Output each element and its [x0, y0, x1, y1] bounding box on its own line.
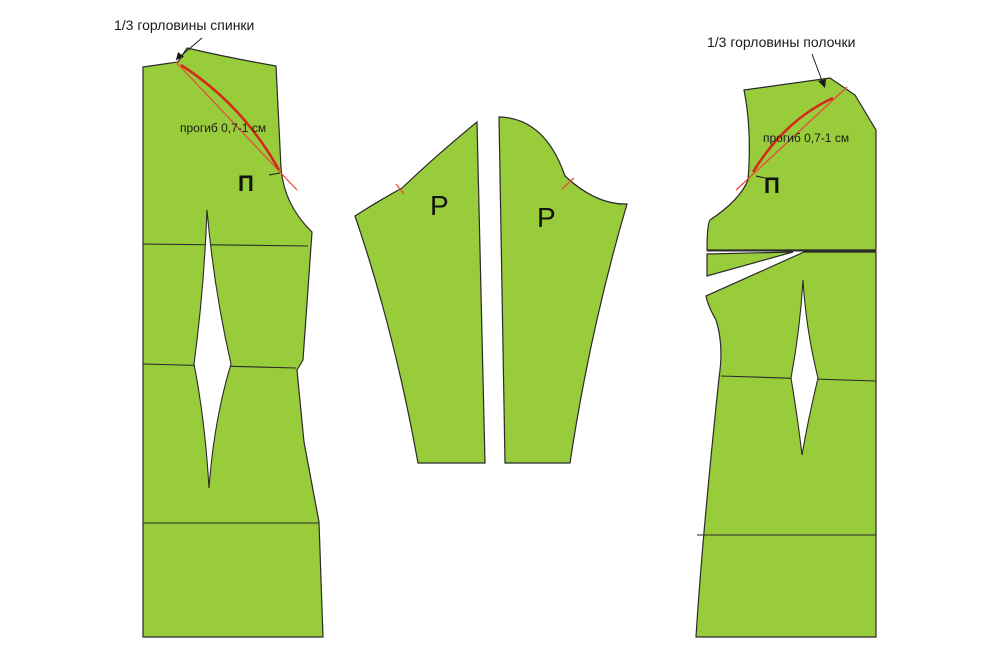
back-mark-label: П — [238, 171, 254, 196]
front-neck-annotation: 1/3 горловины полочки — [707, 34, 855, 88]
front-raglan-guide — [735, 86, 848, 191]
back-mark-tick — [268, 172, 281, 176]
back-chest-line — [142, 243, 309, 247]
front-upper-outline — [706, 77, 877, 251]
back-neck-arrow-head — [176, 52, 184, 60]
front-mark-label: П — [764, 173, 780, 198]
back-piece — [142, 47, 324, 638]
back-neck-label: 1/3 горловины спинки — [114, 17, 254, 33]
front-piece — [695, 77, 877, 638]
front-side-wedge — [706, 251, 794, 277]
front-waist-dart — [790, 279, 819, 456]
sleeve-left-mark-label: Р — [430, 190, 449, 221]
back-outline — [142, 47, 324, 638]
sleeve-left — [354, 120, 486, 464]
sleeve-left-outline — [354, 120, 486, 464]
back-waist-dart — [193, 209, 232, 489]
sleeve-right-notch — [561, 177, 575, 190]
front-curve-label: прогиб 0,7-1 см — [763, 131, 849, 145]
back-neck-annotation: 1/3 горловины спинки — [114, 17, 254, 61]
back-curve-label: прогиб 0,7-1 см — [180, 121, 266, 135]
front-raglan-curve — [751, 96, 834, 173]
front-neck-label: 1/3 горловины полочки — [707, 34, 855, 50]
sleeve-right-outline — [498, 116, 628, 464]
sleeve-left-notch — [395, 183, 405, 195]
sleeve-right-mark-label: Р — [537, 202, 556, 233]
front-mark-tick — [755, 175, 766, 179]
front-lower-outline — [695, 251, 877, 638]
sleeve-right — [498, 116, 628, 464]
back-raglan-curve — [180, 63, 281, 171]
front-neck-arrow-head — [818, 79, 826, 88]
